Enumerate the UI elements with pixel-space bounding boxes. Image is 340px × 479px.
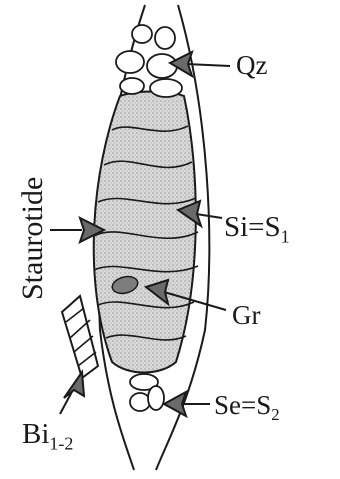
quartz-grains-bottom [130,374,164,411]
label-external-schistosity: Se=S2 [214,392,280,424]
label-biotite: Bi1-2 [22,420,73,452]
arrow-biotite [64,372,84,398]
label-internal-schistosity: Si=S1 [224,213,290,245]
label-staurolite: Staurotide [18,177,48,300]
arrow-external-schistosity [164,392,186,416]
label-quartz: Qz [236,52,267,79]
label-garnet: Gr [232,302,261,329]
